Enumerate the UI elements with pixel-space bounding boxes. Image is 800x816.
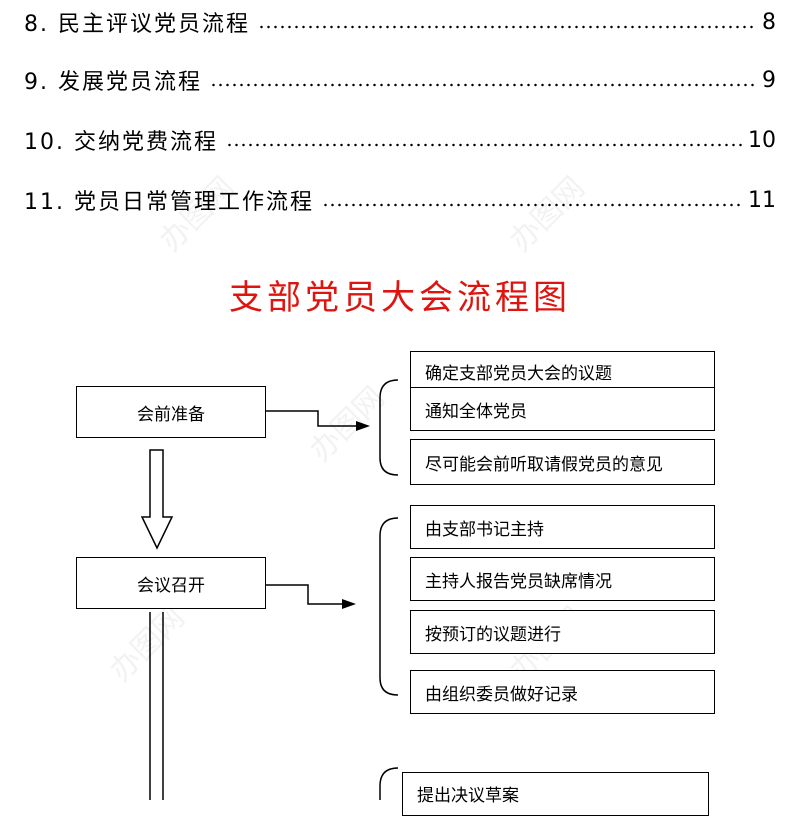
toc-title: 11. 党员日常管理工作流程	[24, 190, 314, 215]
stage-box: 会前准备	[76, 386, 266, 438]
toc-page-number: 8	[762, 9, 776, 35]
stage-box: 会议召开	[76, 557, 266, 609]
brace-bracket	[379, 379, 399, 476]
hollow-down-arrow	[140, 449, 174, 550]
step-box: 通知全体党员	[410, 387, 715, 431]
toc-title: 8. 民主评议党员流程	[24, 12, 250, 37]
elbow-arrow	[266, 410, 358, 427]
toc-row[interactable]: 9. 发展党员流程 9	[24, 62, 776, 98]
toc-page-number: 11	[748, 187, 776, 213]
step-box: 由支部书记主持	[410, 505, 715, 549]
toc-page-number: 10	[748, 127, 776, 153]
toc-row[interactable]: 10. 交纳党费流程 10	[24, 122, 776, 158]
step-box: 主持人报告党员缺席情况	[410, 557, 715, 601]
step-box: 按预订的议题进行	[410, 610, 715, 654]
step-box: 尽可能会前听取请假党员的意见	[410, 439, 715, 485]
toc-leader-dots	[321, 203, 742, 207]
elbow-arrow	[266, 584, 344, 605]
step-box: 由组织委员做好记录	[410, 670, 715, 714]
toc-page-number: 9	[762, 67, 776, 93]
arrow-head	[342, 599, 356, 609]
toc-leader-dots	[209, 83, 756, 87]
brace-bracket	[379, 517, 399, 696]
toc-leader-dots	[257, 25, 756, 29]
step-box: 提出决议草案	[402, 772, 709, 816]
toc-row[interactable]: 11. 党员日常管理工作流程 11	[24, 182, 776, 218]
toc-title: 9. 发展党员流程	[24, 70, 202, 95]
toc-title: 10. 交纳党费流程	[24, 130, 218, 155]
toc-leader-dots	[225, 143, 742, 147]
toc-row[interactable]: 8. 民主评议党员流程 8	[24, 4, 776, 40]
arrow-head	[356, 421, 370, 431]
brace-bracket	[379, 767, 399, 800]
step-box: 确定支部党员大会的议题	[410, 351, 715, 391]
flowchart-title: 支部党员大会流程图	[229, 278, 571, 318]
